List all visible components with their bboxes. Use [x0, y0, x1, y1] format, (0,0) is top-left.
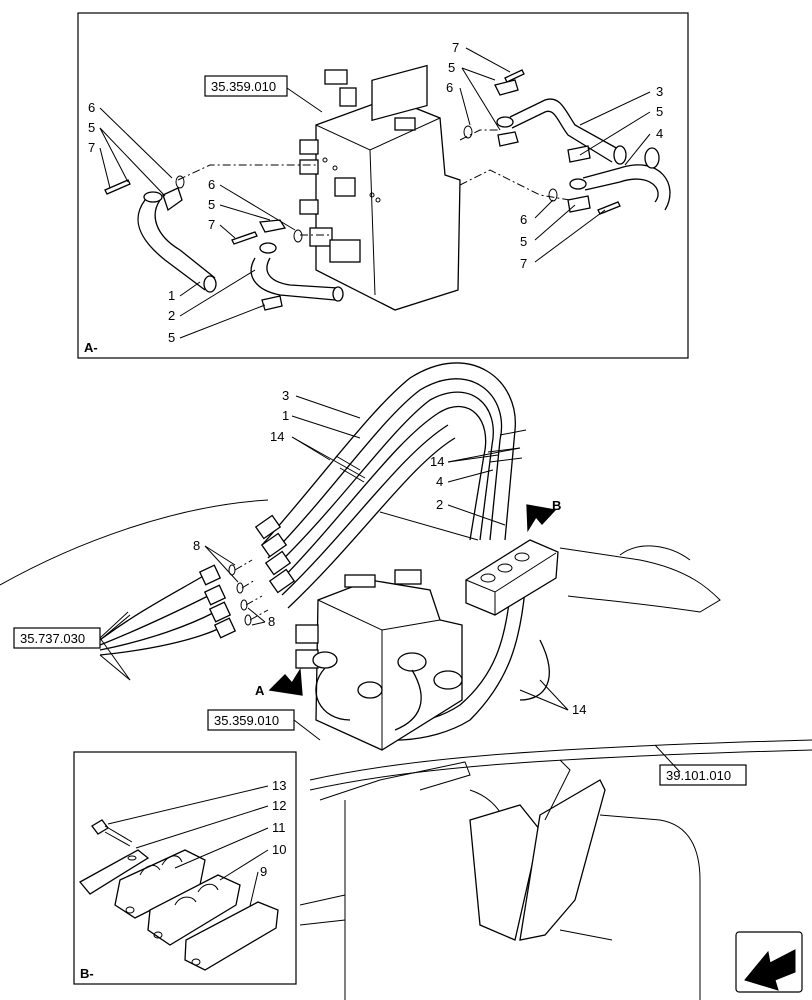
- view-a-label: A: [255, 683, 265, 698]
- callout-b-10[interactable]: 10: [272, 842, 286, 857]
- callout-a-5-left[interactable]: 5: [88, 120, 95, 135]
- callout-a-5-bottom[interactable]: 5: [168, 330, 175, 345]
- nav-arrow-icon[interactable]: [735, 931, 803, 993]
- ref-box-lines[interactable]: [13, 627, 101, 649]
- view-b-arrow-icon: [526, 504, 557, 533]
- boom-outline-top: [0, 499, 269, 586]
- callout-a-6-left[interactable]: 6: [88, 100, 95, 115]
- callout-a-7-left[interactable]: 7: [88, 140, 95, 155]
- callout-a-3[interactable]: 3: [656, 84, 663, 99]
- callout-a-5-mid[interactable]: 5: [208, 197, 215, 212]
- pipe-lines-left: [99, 564, 252, 681]
- hose-1-a: [137, 187, 217, 293]
- leaders-main: [204, 395, 569, 711]
- callout-main-1[interactable]: 1: [282, 408, 289, 423]
- oring-a4: [548, 188, 558, 202]
- callout-a-1[interactable]: 1: [168, 288, 175, 303]
- oring-a1: [175, 175, 185, 189]
- callout-main-8-bottom[interactable]: 8: [268, 614, 275, 629]
- oring-a3: [463, 125, 473, 139]
- plate-b12: [78, 849, 150, 895]
- callout-b-12[interactable]: 12: [272, 798, 286, 813]
- callout-a-7-right[interactable]: 7: [520, 256, 527, 271]
- ref-box-a[interactable]: [204, 75, 288, 97]
- detail-b-panel: B- 13 12 11 10 9: [73, 751, 297, 985]
- detail-a-panel: A- 35.359.010: [77, 12, 689, 359]
- view-a-arrow-icon: [268, 667, 303, 696]
- ref-label-frame[interactable]: 39.101.010: [666, 768, 731, 783]
- hose-2-a: [250, 219, 344, 311]
- ref-label-lines[interactable]: 35.737.030: [20, 631, 85, 646]
- detail-b-label: B-: [80, 966, 94, 981]
- callout-b-11[interactable]: 11: [272, 820, 286, 835]
- control-valve-a: [299, 64, 461, 311]
- callout-main-14-right[interactable]: 14: [430, 454, 444, 469]
- detail-a-frame: [77, 12, 689, 359]
- cover-plate-b9: [184, 901, 279, 971]
- callout-main-14-top[interactable]: 14: [270, 429, 284, 444]
- callout-a-5-lowright[interactable]: 5: [520, 234, 527, 249]
- bolt-a1: [104, 179, 131, 195]
- clamp-block-main: [465, 539, 559, 616]
- hose-4-a: [567, 147, 671, 213]
- callout-main-2[interactable]: 2: [436, 497, 443, 512]
- bolt-a3: [504, 69, 525, 83]
- callout-b-13[interactable]: 13: [272, 778, 286, 793]
- callout-a-5-right[interactable]: 5: [656, 104, 663, 119]
- detail-b-frame: [73, 751, 297, 985]
- callout-a-6-right[interactable]: 6: [520, 212, 527, 227]
- callout-a-6-mid[interactable]: 6: [208, 177, 215, 192]
- ref-box-frame[interactable]: [659, 764, 747, 786]
- callout-a-5-top[interactable]: 5: [448, 60, 455, 75]
- bolt-a2: [231, 231, 258, 245]
- callout-main-8-top[interactable]: 8: [193, 538, 200, 553]
- detail-a-label: A-: [84, 340, 98, 355]
- control-valve-main: [295, 569, 463, 751]
- clamp-half-b10: [147, 874, 241, 946]
- callout-main-4[interactable]: 4: [436, 474, 443, 489]
- leaders-a: [99, 47, 651, 339]
- oring-a2: [293, 229, 303, 243]
- main-hose-bundle: [254, 362, 550, 741]
- clamp-half-b11: [114, 849, 206, 919]
- callout-a-7-top[interactable]: 7: [452, 40, 459, 55]
- ref-label-a[interactable]: 35.359.010: [211, 79, 276, 94]
- callout-main-14-bottom[interactable]: 14: [572, 702, 586, 717]
- callout-a-2[interactable]: 2: [168, 308, 175, 323]
- main-view: 35.737.030: [0, 362, 812, 1000]
- callout-main-3[interactable]: 3: [282, 388, 289, 403]
- callout-a-4[interactable]: 4: [656, 126, 663, 141]
- ref-label-valve[interactable]: 35.359.010: [214, 713, 279, 728]
- callout-b-9[interactable]: 9: [260, 864, 267, 879]
- callout-a-6-top[interactable]: 6: [446, 80, 453, 95]
- callout-a-7-mid[interactable]: 7: [208, 217, 215, 232]
- hose-3-a: [494, 79, 627, 165]
- view-b-label: B: [552, 498, 561, 513]
